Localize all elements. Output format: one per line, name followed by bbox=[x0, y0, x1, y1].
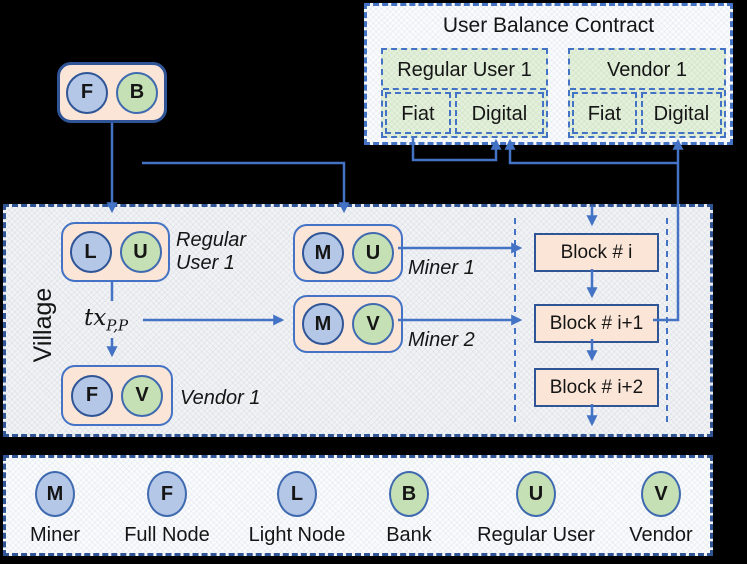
account-title: Regular User 1 bbox=[383, 50, 546, 90]
vendor-digital-cell: Digital bbox=[640, 92, 722, 134]
vendor-pair: F V bbox=[61, 365, 173, 426]
miner-circle: M bbox=[302, 232, 344, 274]
miner1-pair: M U bbox=[293, 224, 403, 282]
bank-circle: B bbox=[389, 471, 429, 517]
miner2-pair: M V bbox=[293, 295, 403, 353]
user-balance-contract-box: User Balance Contract Regular User 1 Fia… bbox=[364, 3, 733, 145]
regular-user-circle: U bbox=[119, 231, 162, 273]
village-box: Village L U Regular User 1 M U Miner 1 M… bbox=[3, 204, 713, 437]
vendor-label: Vendor 1 bbox=[180, 387, 261, 409]
regular-user-circle: U bbox=[516, 471, 556, 517]
legend-item-full-node: F Full Node bbox=[97, 471, 237, 547]
legend-item-miner: M Miner bbox=[0, 471, 125, 547]
bank-circle: B bbox=[116, 71, 158, 114]
contract-account-regular-user: Regular User 1 Fiat Digital bbox=[381, 48, 548, 138]
regular-user-digital-cell: Digital bbox=[454, 92, 544, 134]
vendor-circle: V bbox=[121, 374, 163, 417]
block-i: Block # i bbox=[534, 233, 659, 272]
block-i2: Block # i+2 bbox=[534, 368, 659, 407]
miner1-label: Miner 1 bbox=[408, 257, 475, 279]
vendor-fiat-cell: Fiat bbox=[572, 92, 637, 134]
legend-item-regular-user: U Regular User bbox=[466, 471, 606, 547]
light-node-circle: L bbox=[277, 471, 317, 517]
vendor-circle: V bbox=[352, 303, 394, 345]
full-node-circle: F bbox=[66, 71, 108, 114]
village-label: Village bbox=[29, 287, 57, 363]
block-i1: Block # i+1 bbox=[534, 304, 659, 343]
regular-user-circle: U bbox=[352, 232, 394, 274]
vendor-circle: V bbox=[641, 471, 681, 517]
contract-account-vendor: Vendor 1 Fiat Digital bbox=[568, 48, 726, 138]
full-node-circle: F bbox=[71, 374, 113, 417]
regular-user-label: Regular User 1 bbox=[176, 229, 247, 274]
account-title: Vendor 1 bbox=[570, 50, 724, 90]
bank-fullnode-pair: F B bbox=[57, 62, 167, 123]
legend-box: M Miner F Full Node L Light Node B Bank … bbox=[3, 455, 713, 556]
regular-user-pair: L U bbox=[61, 222, 170, 282]
contract-title: User Balance Contract bbox=[442, 14, 655, 37]
miner-circle: M bbox=[35, 471, 75, 517]
miner-circle: M bbox=[302, 303, 344, 345]
full-node-circle: F bbox=[147, 471, 187, 517]
transaction-label: txP,P bbox=[84, 305, 129, 335]
legend-item-light-node: L Light Node bbox=[227, 471, 367, 547]
legend-item-bank: B Bank bbox=[339, 471, 479, 547]
light-node-circle: L bbox=[69, 231, 112, 273]
regular-user-fiat-cell: Fiat bbox=[385, 92, 451, 134]
legend-item-vendor: V Vendor bbox=[591, 471, 731, 547]
miner2-label: Miner 2 bbox=[408, 329, 475, 351]
